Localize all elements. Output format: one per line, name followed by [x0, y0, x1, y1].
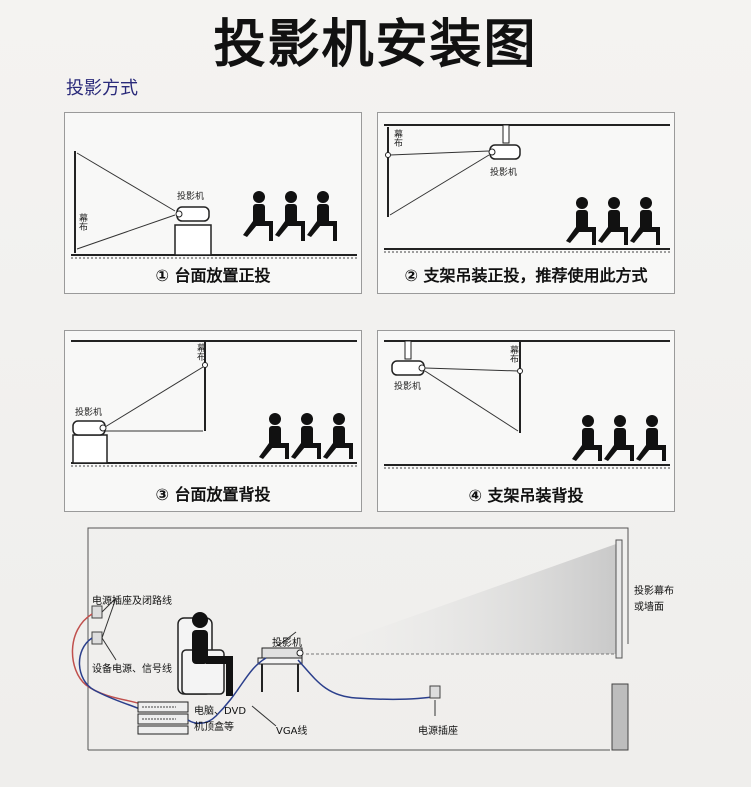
power-cable [297, 659, 439, 701]
panel-4-illustration [384, 340, 670, 469]
panel-caption: ② 支架吊装正投，推荐使用此方式 [404, 266, 648, 285]
projector-label: 投影机 [272, 638, 302, 649]
panel-caption: ① 台面放置正投 [155, 266, 271, 285]
room-illustration [71, 527, 629, 751]
vga-cable [187, 657, 267, 724]
device-cable-label: 设备电源、信号线 [92, 664, 172, 675]
panel-3-illustration [71, 340, 357, 467]
projector-label: 投影机 [490, 168, 518, 178]
audience-icon [243, 191, 337, 241]
screen-label-secondary: 或墙面 [634, 602, 664, 613]
red-cable [71, 613, 147, 707]
screen-label: 幕布 [77, 213, 87, 231]
page-title: 投影机安装图 [213, 15, 538, 75]
section-subtitle: 投影方式 [66, 78, 138, 99]
screen-shape [615, 539, 623, 659]
audience-icon [566, 197, 660, 245]
room-installation-diagram: 电源插座及闭路线 设备电源、信号线 投影机 投影幕布 或墙面 电脑、DVD 机顶… [66, 520, 734, 782]
screen-label: 幕布 [508, 345, 518, 363]
panel-ceiling-rear-projection: 幕布 投影机 ④ 支架吊装背投 [377, 330, 675, 512]
screen-label: 幕布 [195, 343, 205, 361]
speaker-shape [611, 683, 629, 751]
blue-cable [78, 637, 147, 713]
devices-label-secondary: 机顶盒等 [194, 722, 234, 733]
projector-label: 投影机 [177, 192, 205, 202]
projector-shape [261, 647, 303, 659]
screen-label: 幕布 [392, 129, 402, 147]
panel-desk-rear-projection: 幕布 投影机 ③ 台面放置背投 [64, 330, 362, 512]
projection-beam [306, 544, 616, 654]
panel-2-illustration [384, 124, 670, 253]
panel-caption: ③ 台面放置背投 [155, 485, 271, 504]
power-socket-label: 电源插座及闭路线 [92, 596, 172, 607]
outlet-label: 电源插座 [418, 726, 458, 737]
projector-label: 投影机 [75, 408, 103, 418]
vga-label: VGA线 [276, 726, 308, 737]
devices-label: 电脑、DVD [194, 706, 247, 717]
panel-1-illustration [71, 151, 357, 259]
table-shape [174, 224, 212, 256]
panel-ceiling-front-projection: 幕布 投影机 ② 支架吊装正投，推荐使用此方式 [377, 112, 675, 294]
wall-socket [91, 605, 103, 619]
panel-desk-front-projection: 幕布 投影机 ① 台面放置正投 [64, 112, 362, 294]
person-icon [192, 612, 233, 696]
floor-outlet [429, 685, 441, 699]
projector-label: 投影机 [394, 382, 422, 392]
screen-label: 投影幕布 [634, 586, 674, 597]
wall-socket [91, 631, 103, 645]
panel-caption: ④ 支架吊装背投 [468, 486, 584, 505]
audience-icon [259, 413, 353, 459]
audience-icon [572, 415, 666, 461]
table-shape [72, 434, 108, 464]
